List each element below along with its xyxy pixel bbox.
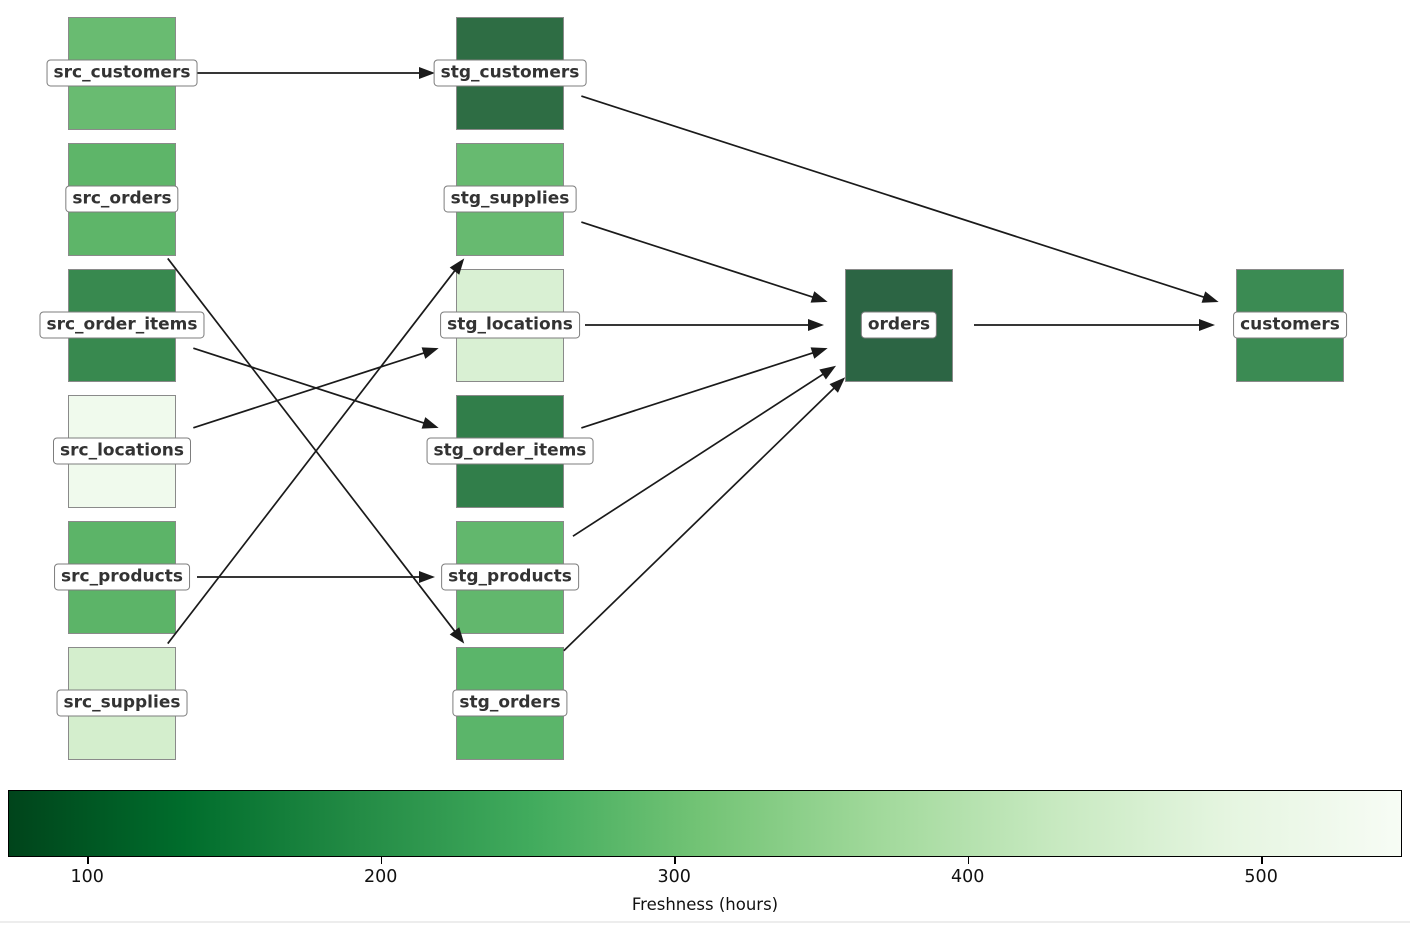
colorbar-tick-label-500: 500 [1244,867,1278,887]
edge-arrowhead-src_supplies-stg_supplies [449,258,465,275]
node-label-stg_locations: stg_locations [440,311,580,339]
edge-src_orders-stg_orders [167,257,456,633]
node-label-stg_supplies: stg_supplies [443,185,577,213]
figure-bottom-divider [0,921,1410,923]
edge-stg_customers-customers [581,95,1205,299]
colorbar-tick-200 [380,857,383,864]
edge-arrowhead-stg_locations-orders [808,319,824,331]
edge-arrowhead-src_orders-stg_orders [449,627,465,644]
edge-arrowhead-src_order_items-stg_order_items [421,417,439,429]
edge-arrowhead-stg_orders-orders [829,377,846,393]
node-label-src_customers: src_customers [46,59,198,87]
edge-arrowhead-src_products-stg_products [419,571,435,583]
colorbar-tick-500 [1261,857,1263,864]
node-label-src_locations: src_locations [53,437,191,465]
colorbar-tick-100 [87,857,89,864]
node-label-orders: orders [860,311,938,339]
node-label-stg_products: stg_products [441,563,579,591]
edge-src_locations-stg_locations [193,351,425,429]
node-label-src_orders: src_orders [65,185,179,213]
colorbar-tick-label-200: 200 [364,867,398,887]
edge-arrowhead-stg_supplies-orders [810,291,828,303]
edge-stg_orders-orders [563,387,836,652]
colorbar-gradient [8,790,1402,857]
edge-stg_supplies-orders [581,221,814,299]
edge-stg_order_items-orders [581,351,814,429]
colorbar-tick-400 [967,857,970,864]
edge-arrowhead-src_customers-stg_customers [419,67,435,79]
edge-arrowhead-src_locations-stg_locations [421,347,439,359]
node-label-src_supplies: src_supplies [56,689,188,717]
node-label-src_products: src_products [54,563,190,591]
colorbar-tick-label-100: 100 [70,867,104,887]
edge-arrowhead-stg_products-orders [819,365,837,380]
edge-stg_products-orders [572,373,824,537]
node-label-src_order_items: src_order_items [39,311,205,339]
edge-src_order_items-stg_order_items [193,347,425,425]
node-label-stg_order_items: stg_order_items [426,437,594,465]
edge-arrowhead-stg_order_items-orders [810,347,828,359]
colorbar: Freshness (hours) 100 200 300 400 500 [8,790,1402,920]
node-label-customers: customers [1233,311,1347,339]
edge-src_supplies-stg_supplies [167,269,456,645]
colorbar-tick-label-300: 300 [657,867,691,887]
colorbar-axis-label: Freshness (hours) [631,895,779,914]
colorbar-tick-300 [674,857,676,864]
edge-arrowhead-orders-customers [1199,319,1215,331]
colorbar-tick-label-400: 400 [950,867,985,887]
edge-arrowhead-stg_customers-customers [1201,291,1219,303]
node-label-stg_orders: stg_orders [452,689,568,717]
node-label-stg_customers: stg_customers [433,59,587,87]
